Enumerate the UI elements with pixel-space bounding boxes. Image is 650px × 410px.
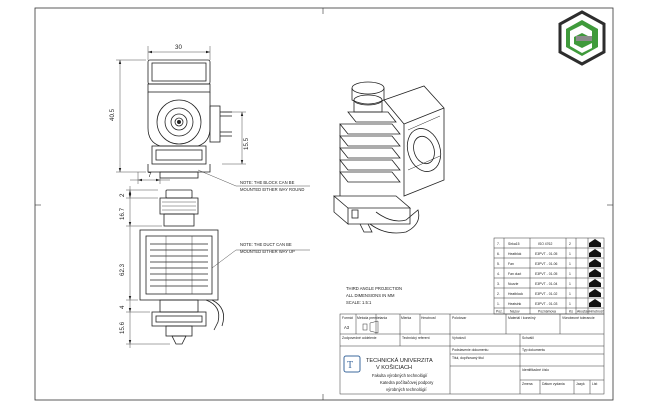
- tb-change-label: Zmena: [522, 382, 533, 386]
- dim-height-side: 40.5: [109, 108, 116, 121]
- tb-department-line1: Katedra počítačovej podpory: [380, 380, 434, 385]
- bom-row-part: E3PVT - 01-05: [535, 252, 557, 256]
- bom-row-num: 7.: [497, 242, 500, 246]
- tb-department-line2: výrobných technológií: [386, 387, 427, 392]
- bom-row-name: Sirka15: [508, 242, 520, 246]
- dim-height-conn: 15.5: [243, 137, 250, 150]
- bom-row-qty: 1: [569, 292, 571, 296]
- tb-format-label: Formát: [342, 316, 353, 320]
- bom-row-qty: 1: [569, 302, 571, 306]
- bom-row-qty: 1: [569, 262, 571, 266]
- tb-dept-label: Zodpovedné oddelenie: [342, 336, 377, 340]
- bom-row-name: Heatsink: [508, 302, 521, 306]
- tb-lang-label: Jazyk: [576, 382, 585, 386]
- university-hex-logo: [558, 10, 606, 66]
- bom-row-qty: 2: [569, 242, 571, 246]
- tb-approved-label: Schválil: [522, 336, 534, 340]
- note-duct-line2: MOUNTED EITHER WAY UP: [240, 249, 295, 254]
- note-duct-line1: NOTE: THE DUCT CAN BE: [240, 242, 292, 247]
- tb-method-label: Metoda premietania: [357, 316, 387, 320]
- dim-top-small: 2: [119, 193, 126, 197]
- dim-upper: 16.7: [119, 207, 126, 220]
- bom-row-part: ISO 4762: [538, 242, 552, 246]
- dim-main: 62.3: [119, 263, 126, 276]
- tb-mass-label: Hmotnosť: [421, 316, 437, 320]
- dim-mid: 4: [119, 305, 126, 309]
- projection-line3: SCALE: 1.5:1: [346, 300, 372, 305]
- bom-row-num: 2.: [497, 292, 500, 296]
- bom-row-name: Heatblock: [508, 292, 523, 296]
- bom-row-num: 5.: [497, 262, 500, 266]
- bom-row-name: Fan duct: [508, 272, 521, 276]
- bom-header-name: Nazov: [510, 310, 520, 314]
- bom-row-part: E3PVT - 01-06: [535, 262, 557, 266]
- bom-row-qty: 1: [569, 272, 571, 276]
- bom-row-part: E3PVT - 01-02: [535, 292, 557, 296]
- projection-line2: ALL DIMENSIONS IN MM: [346, 293, 395, 298]
- tb-format-value: A3: [344, 325, 350, 330]
- tb-title-label: Titul, doplňovaný titul: [452, 356, 484, 360]
- projection-symbol: [362, 320, 379, 334]
- tb-sheet-label: List: [592, 382, 597, 386]
- bom-header-note: Poznámova: [538, 310, 556, 314]
- bom-row-name: Nozzle: [508, 282, 518, 286]
- bom-header-mat: Akoztav: [577, 310, 589, 314]
- title-block: [339, 313, 605, 395]
- projection-line1: THIRD ANGLE PROJECTION: [346, 286, 402, 291]
- svg-text:T: T: [347, 360, 353, 371]
- front-view: [126, 186, 310, 348]
- bom-row-name: Fan: [508, 262, 514, 266]
- tb-blank-label: Polotovar: [452, 316, 467, 320]
- tb-doc-type-label: Typ dokumentu: [522, 348, 545, 352]
- bom-row-num: 1.: [497, 302, 500, 306]
- tb-tech-label: Technický referent: [402, 336, 430, 340]
- bom-row-qty: 1: [569, 282, 571, 286]
- bom-row-part: E3PVT - 01-05: [535, 272, 557, 276]
- bom-header-qty: Ks: [569, 310, 573, 314]
- bom-table: [493, 237, 605, 315]
- top-view: [116, 46, 310, 187]
- bom-row-part: E3PVT - 01-03: [535, 302, 557, 306]
- tb-scale-label: Mierka: [401, 316, 411, 320]
- bom-row-part: E3PVT - 01-04: [535, 282, 557, 286]
- tb-faculty: Fakulta výrobných technológií: [372, 373, 428, 378]
- bom-row-num: 3.: [497, 282, 500, 286]
- bom-header-mass: Hmotnosť: [589, 310, 605, 314]
- tb-university-line1: TECHNICKÁ UNIVERZITA: [366, 357, 433, 364]
- university-emblem: T: [343, 355, 361, 373]
- tb-tolerance-label: Všeobecné tolerancie: [562, 316, 595, 320]
- tb-material-label: Materiál / konečný: [508, 316, 536, 320]
- bom-row-name: Heatblok: [508, 252, 522, 256]
- bom-row-qty: 1: [569, 252, 571, 256]
- bom-rows: 7. Sirka15 ISO 4762 2 6. Heatblok E3PVT …: [496, 242, 605, 314]
- note-block-line1: NOTE: THE BLOCK CAN BE: [240, 180, 295, 185]
- note-block-line2: MOUNTED EITHER WAY ROUND: [240, 187, 304, 192]
- dim-width-top: 30: [175, 44, 182, 51]
- isometric-view: [332, 81, 445, 234]
- tb-date-label: Dátum vydania: [542, 382, 565, 386]
- bom-header-pos: Poz.: [496, 310, 503, 314]
- tb-doc-state-label: Podstavenie dokumentu: [452, 348, 488, 352]
- bom-balloons: [589, 239, 601, 307]
- dim-low: 15.6: [119, 321, 126, 334]
- bom-row-num: 4.: [497, 272, 500, 276]
- tb-university-line2: V KOŠICIACH: [376, 364, 412, 371]
- bom-row-num: 6.: [497, 252, 500, 256]
- dim-bottom-left: 7: [148, 172, 152, 179]
- sheet-border: [34, 7, 614, 401]
- tb-id-label: Identifikačné číslo: [522, 368, 549, 372]
- tb-made-label: Vyhotovil: [452, 336, 466, 340]
